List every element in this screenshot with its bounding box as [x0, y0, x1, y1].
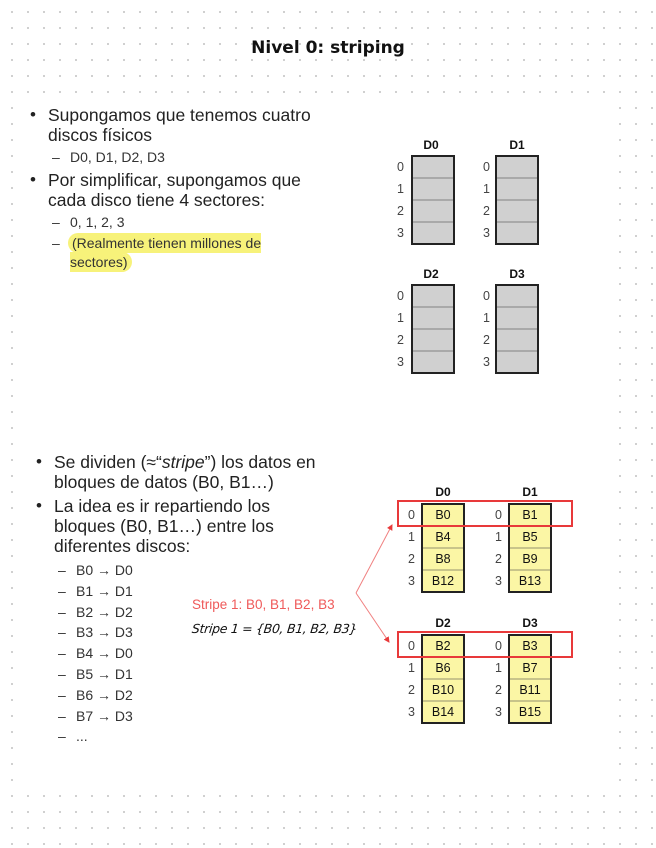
sector [413, 223, 453, 243]
block-cell: B7 [510, 658, 550, 680]
sector [497, 223, 537, 243]
disk-label-d2: D2 [423, 267, 439, 281]
disk-d0: B0 B4 B8 B12 [421, 503, 465, 593]
bullet-item: Por simplificar, supongamos que cada dis… [26, 170, 326, 210]
sub-bullet-item: B7 → D3 [32, 706, 352, 727]
stripe-highlight-box-top [397, 500, 573, 527]
block-cell: B13 [518, 574, 542, 588]
sub-bullet-item: 0, 1, 2, 3 [26, 213, 326, 232]
sub-bullet-item: B0 → D0 [32, 560, 352, 581]
block-cell: B10 [423, 680, 463, 702]
disk-label-d0: D0 [423, 138, 439, 152]
sector [413, 157, 453, 179]
highlight: (Realmente tienen millones de sectores) [70, 235, 262, 270]
sub-bullet-item-highlighted: (Realmente tienen millones de sectores) [26, 234, 270, 272]
sector [497, 157, 537, 179]
bullet-item: Supongamos que tenemos cuatro discos fís… [26, 105, 326, 145]
page-title: Nivel 0: striping [251, 38, 405, 58]
block-cell: B8 [423, 549, 463, 571]
sub-bullet-item: B6 → D2 [32, 685, 352, 706]
disk-d2: B2 B6 B10 B14 [421, 634, 465, 724]
disk-label-d0: D0 [435, 485, 451, 499]
stripe-arrows-icon [355, 524, 393, 643]
disk-label-d1: D1 [522, 485, 538, 499]
disk-d2 [411, 284, 455, 374]
sector [413, 330, 453, 352]
sub-bullet-item: B2 → D2 [32, 602, 352, 623]
block-cell: B6 [423, 658, 463, 680]
sector [497, 352, 537, 372]
slide-disks-overview: Supongamos que tenemos cuatro discos fís… [18, 97, 618, 437]
sector [413, 352, 453, 372]
sub-bullet-item: B4 → D0 [32, 643, 352, 664]
slide-striping-blocks: Se dividen (≈“stripe”) los datos en bloq… [18, 443, 618, 789]
disk-label-d3: D3 [522, 616, 538, 630]
sector [413, 201, 453, 223]
disk-label-d1: D1 [509, 138, 525, 152]
bullet-list: Se dividen (≈“stripe”) los datos en bloq… [32, 452, 352, 747]
sector [413, 308, 453, 330]
disk-d1: B1 B5 B9 B13 [508, 503, 552, 593]
sector [497, 286, 537, 308]
disk-d3 [495, 284, 539, 374]
block-cell: B15 [518, 705, 542, 719]
disk-label-d3: D3 [509, 267, 525, 281]
sub-bullet-item: B5 → D1 [32, 664, 352, 685]
block-cell: B9 [510, 549, 550, 571]
bullet-item: Se dividen (≈“stripe”) los datos en bloq… [32, 452, 352, 492]
sub-bullet-item: D0, D1, D2, D3 [26, 148, 326, 167]
block-cell: B12 [431, 574, 455, 588]
block-cell: B4 [423, 527, 463, 549]
disk-d1 [495, 155, 539, 245]
stripe-label: Stripe 1: B0, B1, B2, B3 [192, 597, 335, 612]
sub-bullet-item: B1 → D1 [32, 581, 352, 602]
sector [413, 179, 453, 201]
sector [497, 330, 537, 352]
block-cell: B11 [510, 680, 550, 702]
sector [497, 179, 537, 201]
bullet-list: Supongamos que tenemos cuatro discos fís… [26, 105, 326, 272]
stripe-highlight-box-bottom [397, 631, 573, 658]
sector [413, 286, 453, 308]
sector [497, 308, 537, 330]
block-cell: B5 [510, 527, 550, 549]
sector [497, 201, 537, 223]
block-cell: B14 [431, 705, 455, 719]
italic-term: stripe [161, 452, 205, 472]
disk-label-d2: D2 [435, 616, 451, 630]
disk-d0 [411, 155, 455, 245]
sub-bullet-item: ... [32, 726, 352, 747]
sub-bullet-item: B3 → D3 [32, 622, 352, 643]
bullet-item: La idea es ir repartiendo los bloques (B… [32, 496, 304, 556]
